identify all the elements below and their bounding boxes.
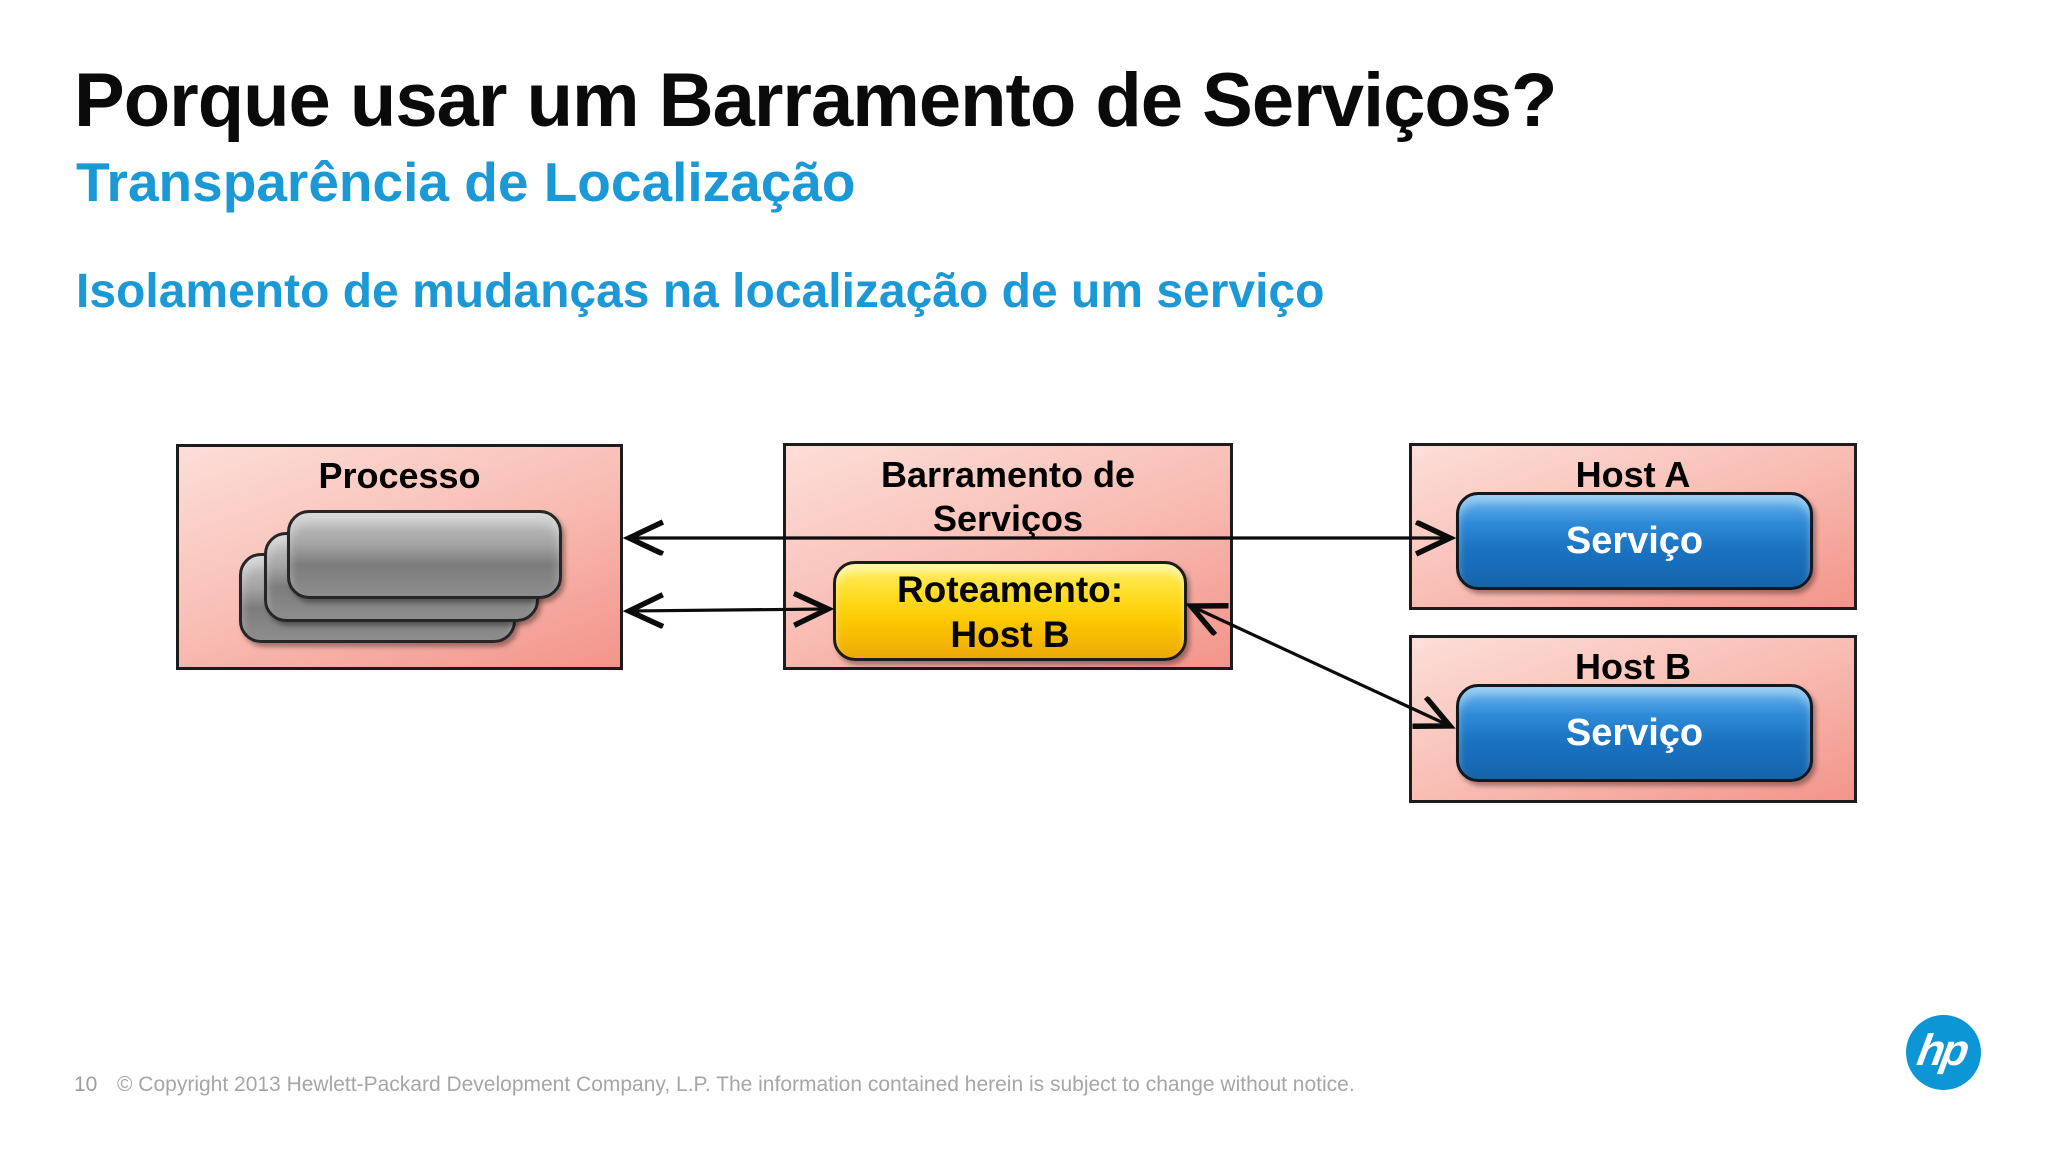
process-panel: Processo <box>176 444 623 670</box>
routing-box: Roteamento: Host B <box>833 561 1187 661</box>
section-heading: Isolamento de mudanças na localização de… <box>76 265 1325 318</box>
routing-label-line1: Roteamento: <box>896 569 1124 610</box>
hp-logo: hp <box>1906 1015 1981 1090</box>
service-box-host-b: Serviço <box>1456 684 1813 782</box>
service-bus-label-line1: Barramento de <box>880 454 1136 495</box>
host-a-panel-label: Host A <box>1575 454 1691 495</box>
host-a-panel: Host A Serviço <box>1409 443 1857 610</box>
service-box-host-a: Serviço <box>1456 492 1813 590</box>
process-instance-card <box>287 510 562 599</box>
slide-subtitle: Transparência de Localização <box>76 151 856 213</box>
hp-logo-text: hp <box>1913 1026 1970 1075</box>
service-bus-label-line2: Serviços <box>932 498 1084 539</box>
process-panel-label: Processo <box>318 455 481 496</box>
routing-label-line2: Host B <box>950 614 1070 655</box>
host-b-panel-label: Host B <box>1575 646 1691 687</box>
service-bus-panel-label: Barramento de Serviços <box>786 446 1230 541</box>
host-b-panel: Host B Serviço <box>1409 635 1857 803</box>
copyright-text: © Copyright 2013 Hewlett-Packard Develop… <box>117 1073 1355 1096</box>
page-number: 10 <box>74 1073 98 1096</box>
slide-title: Porque usar um Barramento de Serviços? <box>74 58 1557 143</box>
